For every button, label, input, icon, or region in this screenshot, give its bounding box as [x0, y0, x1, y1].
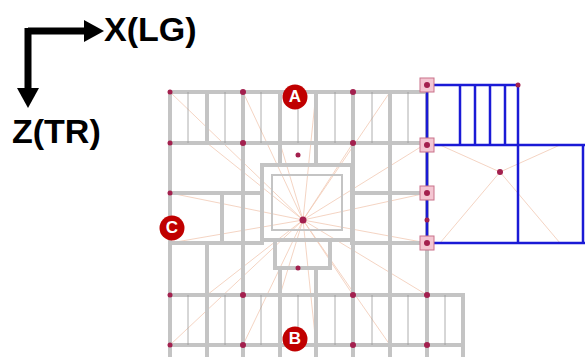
callout-letter: B [282, 326, 308, 352]
annex-frame [427, 85, 585, 243]
axis-arrows [17, 20, 104, 108]
rigid-links [170, 92, 560, 345]
callout-circle: A [282, 84, 308, 110]
beam-grid [170, 92, 463, 355]
secondary-beams [188, 92, 445, 345]
callout-letter: C [159, 215, 185, 241]
callout-circle: C [159, 215, 185, 241]
callout-letter: A [282, 84, 308, 110]
column-markers [420, 78, 434, 250]
callout-circle: B [282, 326, 308, 352]
node-dots [168, 82, 521, 348]
axis-label: Z(TR) [12, 114, 101, 148]
axis-label: X(LG) [104, 12, 197, 46]
